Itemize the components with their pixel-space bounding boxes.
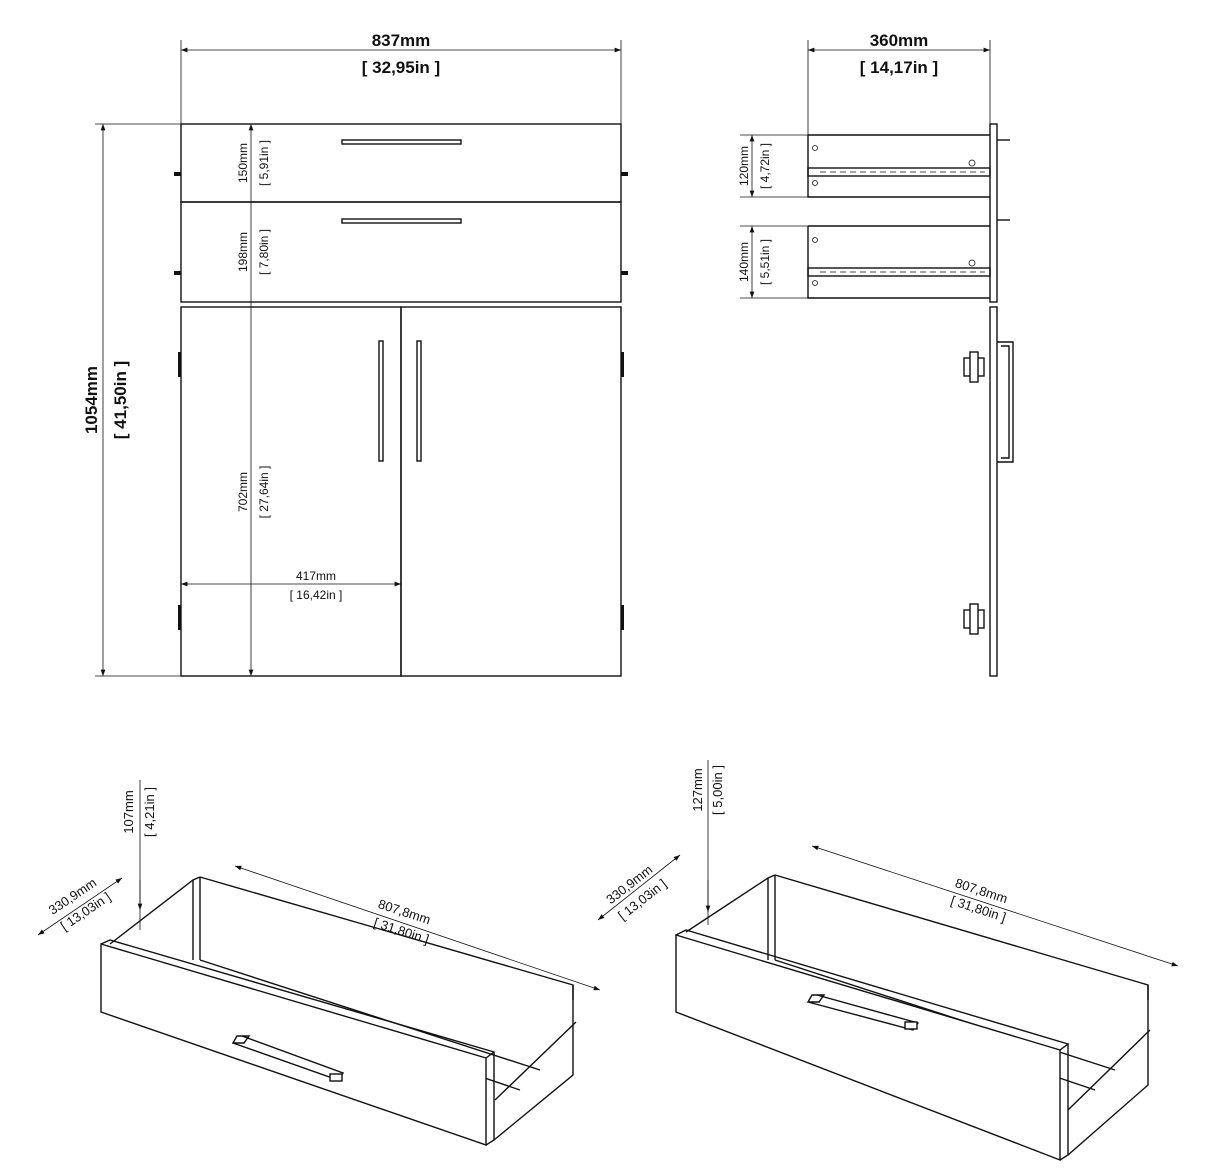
side-depth-mm: 360mm <box>870 31 929 50</box>
small-drawer-height-mm: 107mm <box>121 790 136 833</box>
small-drawer-height-in: [ 4,21in ] <box>142 787 157 837</box>
front-width-in: [ 32,95in ] <box>362 58 440 77</box>
side-view: 360mm [ 14,17in ] 120mm [ 4,72in ] 140mm… <box>737 31 1014 677</box>
right-door <box>400 306 622 677</box>
drawer2-height-in: [ 7,80in ] <box>257 229 271 275</box>
front-height-in: [ 41,50in ] <box>111 361 130 439</box>
door-width-mm: 417mm <box>296 569 336 583</box>
door-handle <box>416 340 422 462</box>
front-height-mm: 1054mm <box>82 366 101 434</box>
drawer-small-isometric: 107mm [ 4,21in ] 330,9mm [ 13,03in ] 807… <box>37 780 601 1146</box>
hinge-icon <box>963 351 985 383</box>
door-side <box>989 306 998 677</box>
drawer-rail <box>807 167 991 177</box>
drawer2-height-mm: 198mm <box>236 232 250 272</box>
drawer-rail <box>807 267 991 277</box>
large-drawer-height-mm: 127mm <box>690 768 705 811</box>
front-width-mm: 837mm <box>372 31 431 50</box>
drawer-front-panel <box>100 943 487 1146</box>
front-view: 837mm [ 32,95in ] 1054mm [ 41,50in ] 150… <box>82 31 628 677</box>
left-door <box>180 306 402 677</box>
side-drawer2-in: [ 5,51in ] <box>758 239 772 285</box>
side-drawer1-mm: 120mm <box>737 146 751 186</box>
second-drawer-front <box>180 201 622 303</box>
side-depth-in: [ 14,17in ] <box>860 58 938 77</box>
drawer1-height-in: [ 5,91in ] <box>257 140 271 186</box>
door-height-in: [ 27,64in ] <box>257 466 271 519</box>
side-drawer2-mm: 140mm <box>737 242 751 282</box>
drawer-large-isometric: 127mm [ 5,00in ] 330,9mm [ 13,03in ] 807… <box>597 760 1179 1162</box>
drawer-front-panel <box>675 934 1061 1162</box>
hinge-icon <box>963 603 985 635</box>
door-handle <box>378 340 384 462</box>
drawer-front-side <box>989 123 998 303</box>
drawer-handle <box>341 139 462 145</box>
drawer1-height-mm: 150mm <box>236 143 250 183</box>
side-drawer1-in: [ 4,72in ] <box>758 143 772 189</box>
door-width-in: [ 16,42in ] <box>290 588 343 602</box>
drawer-handle <box>341 218 462 224</box>
large-drawer-height-in: [ 5,00in ] <box>710 765 725 815</box>
door-height-mm: 702mm <box>236 472 250 512</box>
